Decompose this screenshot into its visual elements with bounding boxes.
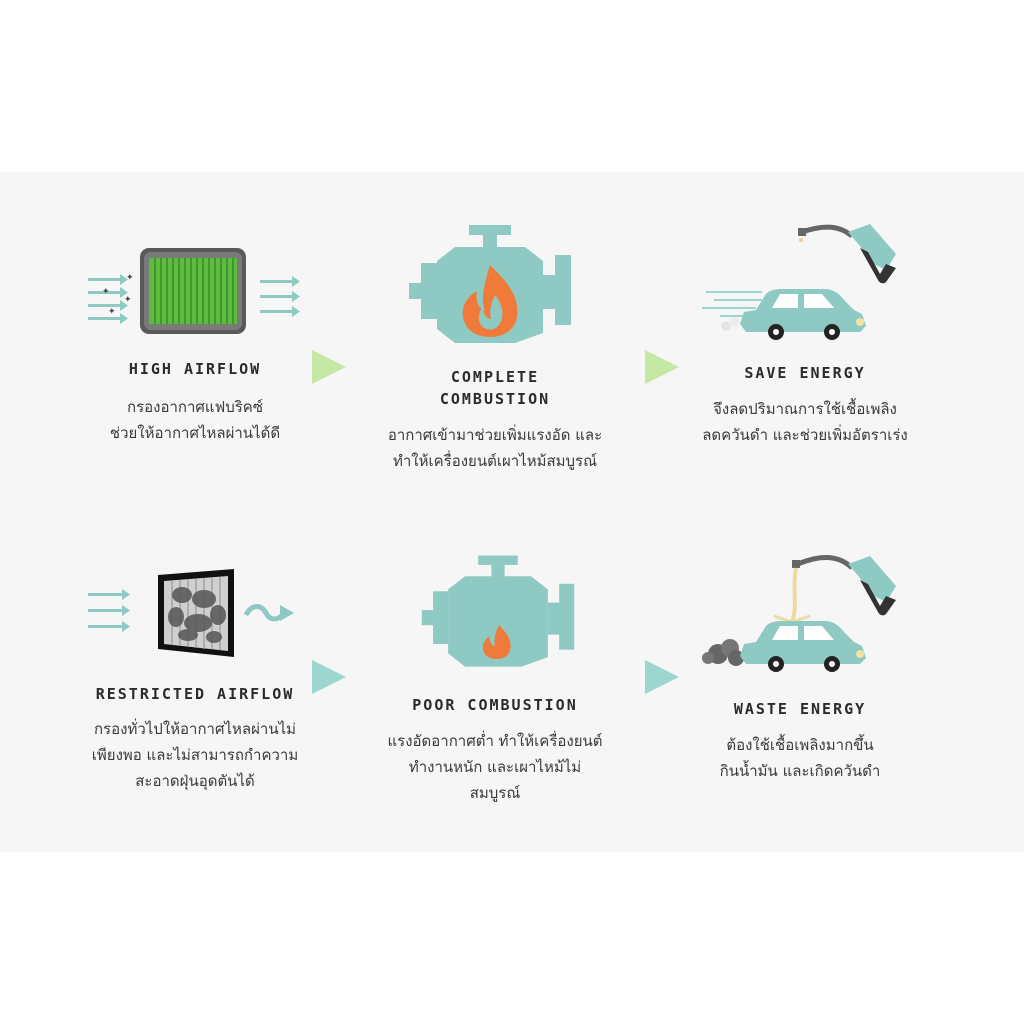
step-desc-high-airflow: กรองอากาศแฟบริคซ์ช่วยให้อากาศไหลผ่านได้ด… <box>70 394 320 446</box>
svg-text:✦: ✦ <box>102 287 110 297</box>
svg-text:✦: ✦ <box>124 295 132 305</box>
step-title-waste-energy: WASTE ENERGY <box>700 698 900 720</box>
step-desc-poor-combustion: แรงอัดอากาศต่ำ ทำให้เครื่องยนต์ทำงานหนัก… <box>370 728 620 806</box>
performance-filter-icon: ✦ ✦ ✦ ✦ <box>80 240 310 340</box>
clogged-filter-icon <box>80 565 310 665</box>
engine-small-flame-icon <box>418 552 578 672</box>
svg-text:✦: ✦ <box>108 307 116 317</box>
flow-arrow-icon <box>312 350 348 384</box>
step-desc-waste-energy: ต้องใช้เชื้อเพลิงมากขึ้นกินน้ำมัน และเกิ… <box>680 732 920 784</box>
step-desc-complete-combustion: อากาศเข้ามาช่วยเพิ่มแรงอัด และทำให้เครื่… <box>370 422 620 474</box>
step-title-high-airflow: HIGH AIRFLOW <box>80 358 310 380</box>
step-desc-save-energy: จึงลดปริมาณการใช้เชื้อเพลิงลดควันดำ และช… <box>680 396 930 448</box>
engine-big-flame-icon <box>405 225 575 345</box>
flow-arrow-icon <box>645 660 681 694</box>
car-fuel-save-icon <box>700 218 910 348</box>
svg-text:✦: ✦ <box>126 273 134 283</box>
step-title-poor-combustion: POOR COMBUSTION <box>390 694 600 716</box>
step-title-save-energy: SAVE ENERGY <box>700 362 910 384</box>
flow-arrow-icon <box>645 350 681 384</box>
step-desc-restricted-airflow: กรองทั่วไปให้อากาศไหลผ่านไม่เพียงพอ และไ… <box>60 716 330 794</box>
step-title-restricted-airflow: RESTRICTED AIRFLOW <box>70 683 320 705</box>
flow-arrow-icon <box>312 660 348 694</box>
car-fuel-waste-icon <box>700 550 910 680</box>
